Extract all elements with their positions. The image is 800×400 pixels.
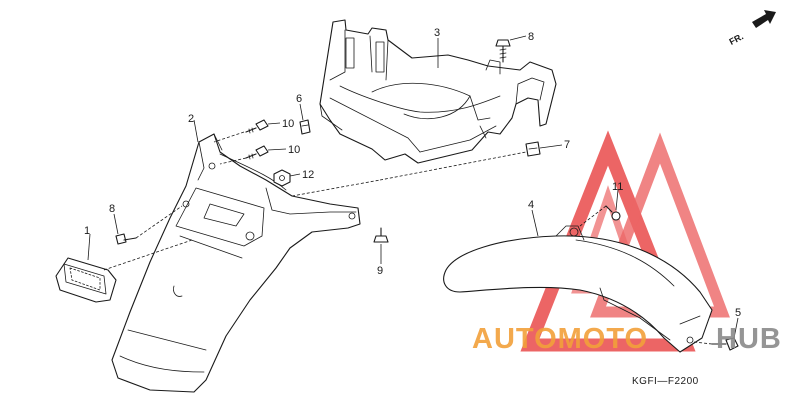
callout-12: 12 (302, 169, 314, 181)
part-2-rear-fender (111, 133, 361, 393)
callout-4: 4 (528, 199, 534, 211)
bolt-5 (711, 337, 739, 351)
drawing-code: KGFI—F2200 (632, 376, 699, 387)
callout-1: 1 (84, 225, 90, 237)
bolt-9 (373, 227, 389, 243)
bolt-8-top (495, 39, 511, 63)
part-4-inner-fender (443, 225, 713, 353)
callout-9: 9 (377, 265, 383, 277)
front-direction-indicator: FR. (728, 10, 776, 47)
clip-7 (525, 141, 541, 157)
bolt-8-left (115, 233, 137, 245)
watermark-text: AUTOMOTO HUB (472, 323, 782, 355)
callout-8-left: 8 (109, 203, 115, 215)
part-1-reflector (55, 257, 117, 303)
callout-2: 2 (188, 113, 194, 125)
part-3-luggage-box (319, 19, 557, 164)
bolt-10-upper (245, 119, 269, 134)
callout-7: 7 (564, 139, 570, 151)
nut-12 (273, 169, 291, 187)
callout-3: 3 (434, 27, 440, 39)
bolt-10-lower (245, 145, 269, 160)
callout-11: 11 (612, 181, 623, 193)
watermark-word-2: HUB (716, 323, 782, 355)
callouts: 1 2 3 4 5 6 7 8 8 9 10 10 11 12 (84, 27, 741, 319)
callout-5: 5 (735, 307, 741, 319)
leader-lines (87, 35, 739, 345)
callout-6: 6 (296, 93, 302, 105)
bolt-11 (605, 205, 621, 221)
callout-10-lower: 10 (288, 144, 300, 156)
watermark-word-1: AUTOMOTO (472, 323, 648, 355)
arrow-icon (752, 10, 776, 28)
callout-8-top: 8 (528, 31, 534, 43)
direction-label: FR. (728, 31, 745, 47)
callout-10-upper: 10 (282, 118, 294, 130)
clip-6 (299, 119, 311, 135)
